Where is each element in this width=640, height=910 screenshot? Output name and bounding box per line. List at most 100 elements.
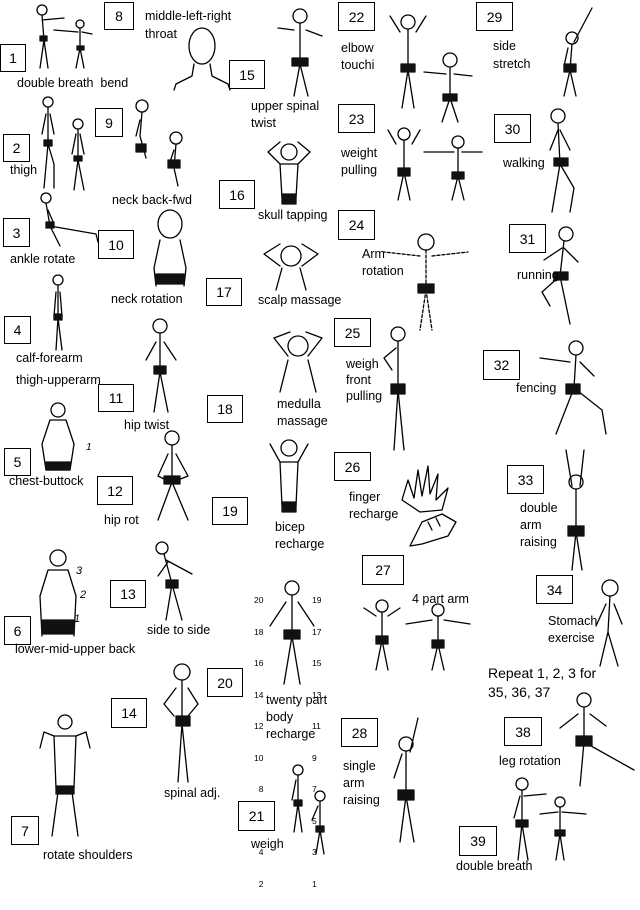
figure-medulla-massage xyxy=(266,326,330,394)
figure-weight-front-pulling xyxy=(382,320,416,452)
part-number: 15 xyxy=(312,658,322,668)
part-number: 18 xyxy=(254,626,264,637)
back-scale-2: 2 xyxy=(80,589,87,601)
part-number: 11 xyxy=(312,721,321,731)
part-number: 13 xyxy=(312,689,322,700)
exercise-label-29: side stretch xyxy=(493,39,531,71)
exercise-label-18: medulla massage xyxy=(277,397,328,428)
figure-thigh xyxy=(34,94,96,194)
exercise-number-34: 34 xyxy=(536,575,573,604)
exercise-label-39: double breath xyxy=(456,859,533,873)
exercise-label-23: weight pulling xyxy=(341,146,378,177)
chest-scale-number: 1 xyxy=(86,442,92,453)
part-number: 16 xyxy=(254,658,264,668)
exercise-number-19: 19 xyxy=(212,497,248,525)
figure-neck-back xyxy=(124,96,192,188)
exercise-label-1: double breath bend xyxy=(17,76,129,90)
figure-hip-twist xyxy=(140,316,182,414)
figure-hip-rot xyxy=(144,428,200,522)
figure-scalp-massage xyxy=(256,234,326,294)
exercise-number-16: 16 xyxy=(219,180,255,209)
figure-elbow-touching xyxy=(384,8,476,124)
back-scale-1: 1 xyxy=(74,613,81,625)
exercise-number-32: 32 xyxy=(483,350,520,380)
figure-weight-pulling xyxy=(384,122,483,202)
figure-weight xyxy=(284,760,334,856)
figure-side-to-side xyxy=(148,538,210,622)
figure-bicep-recharge xyxy=(262,434,316,520)
figure-single-arm-raising xyxy=(386,716,430,844)
part-number: 4 xyxy=(258,847,264,857)
exercise-number-29: 29 xyxy=(476,2,513,31)
exercise-label-10: neck rotation xyxy=(111,292,183,306)
part-number: 17 xyxy=(312,626,322,637)
figure-double-breath xyxy=(28,2,98,72)
exercise-label-13: side to side xyxy=(147,623,211,637)
exercise-number-31: 31 xyxy=(509,224,546,253)
part-number: 12 xyxy=(254,721,264,731)
exercise-label-38: leg rotation xyxy=(499,754,561,768)
exercise-number-15: 15 xyxy=(229,60,265,89)
figure-double-arm-raising xyxy=(556,446,596,572)
exercise-number-38: 38 xyxy=(504,717,542,746)
exercise-label-33: double arm raising xyxy=(520,501,558,549)
exercise-number-17: 17 xyxy=(206,278,242,306)
figure-calf-forearm xyxy=(44,272,74,352)
exercise-number-8: 8 xyxy=(104,2,134,30)
exercise-number-13: 13 xyxy=(110,580,146,608)
figure-rotate-shoulders xyxy=(34,708,96,838)
exercise-label-15: upper spinal twist xyxy=(251,99,320,130)
exercise-number-14: 14 xyxy=(111,698,147,728)
exercise-label-11: hip twist xyxy=(124,418,170,432)
exercise-number-23: 23 xyxy=(338,104,375,133)
figure-back xyxy=(30,548,88,640)
exercise-label-26: finger recharge xyxy=(349,490,399,521)
exercise-number-1: 1 xyxy=(0,44,26,72)
exercise-label-24: Arm rotation xyxy=(362,247,404,278)
part-number: 10 xyxy=(254,752,264,763)
exercise-label-9: neck back-fwd xyxy=(112,193,192,207)
exercise-label-34: Stomach exercise xyxy=(548,614,598,645)
exercise-label-19: bicep recharge xyxy=(275,520,325,551)
repeat-note: Repeat 1, 2, 3 for 35, 36, 37 xyxy=(488,665,597,700)
figure-arm-rotation xyxy=(380,228,472,332)
figure-double-breath-end xyxy=(506,774,590,862)
exercise-label-22: elbow touchi xyxy=(341,41,375,72)
part-number: 5 xyxy=(312,815,317,826)
exercise-label-20: twenty part body recharge xyxy=(266,693,328,741)
exercise-label-7: rotate shoulders xyxy=(43,848,133,862)
part-number: 14 xyxy=(254,689,264,700)
exercise-label-4a: calf-forearm xyxy=(16,351,83,365)
figure-twenty-part xyxy=(262,578,322,686)
exercise-number-10: 10 xyxy=(98,230,134,259)
part-number: 19 xyxy=(312,595,322,605)
exercise-label-25: weigh front pulling xyxy=(346,357,383,403)
body-parts-left-numbers: 20 18 16 14 12 10 8 6 4 2 xyxy=(254,574,263,910)
exercise-label-6: lower-mid-upper back xyxy=(15,642,136,656)
exercise-number-27: 27 xyxy=(362,555,404,585)
figure-skull-tapping xyxy=(260,138,318,208)
figure-stomach-exercise xyxy=(588,576,634,668)
exercise-label-3: ankle rotate xyxy=(10,252,76,266)
exercise-number-4: 4 xyxy=(4,316,31,344)
part-number: 8 xyxy=(258,784,264,794)
part-number: 3 xyxy=(312,847,317,857)
part-number: 7 xyxy=(312,784,317,794)
exercise-label-8: middle-left-right throat xyxy=(145,9,232,41)
figure-walking xyxy=(540,106,584,214)
figure-side-stretch xyxy=(546,4,596,98)
exercise-number-18: 18 xyxy=(207,395,243,423)
exercise-chart: 1 3 2 1 xyxy=(0,2,635,889)
exercise-number-3: 3 xyxy=(3,218,30,247)
figure-running xyxy=(536,222,586,326)
part-number: 20 xyxy=(254,595,264,605)
exercise-number-2: 2 xyxy=(3,134,30,162)
exercise-label-5: chest-buttock xyxy=(9,474,84,488)
exercise-label-16: skull tapping xyxy=(258,208,328,222)
exercise-label-17: scalp massage xyxy=(258,293,342,307)
figure-upper-spinal-twist xyxy=(272,6,328,98)
part-number: 9 xyxy=(312,752,317,763)
exercise-number-20: 20 xyxy=(207,668,243,697)
exercise-label-30: walking xyxy=(503,156,545,170)
exercise-number-9: 9 xyxy=(95,108,123,137)
